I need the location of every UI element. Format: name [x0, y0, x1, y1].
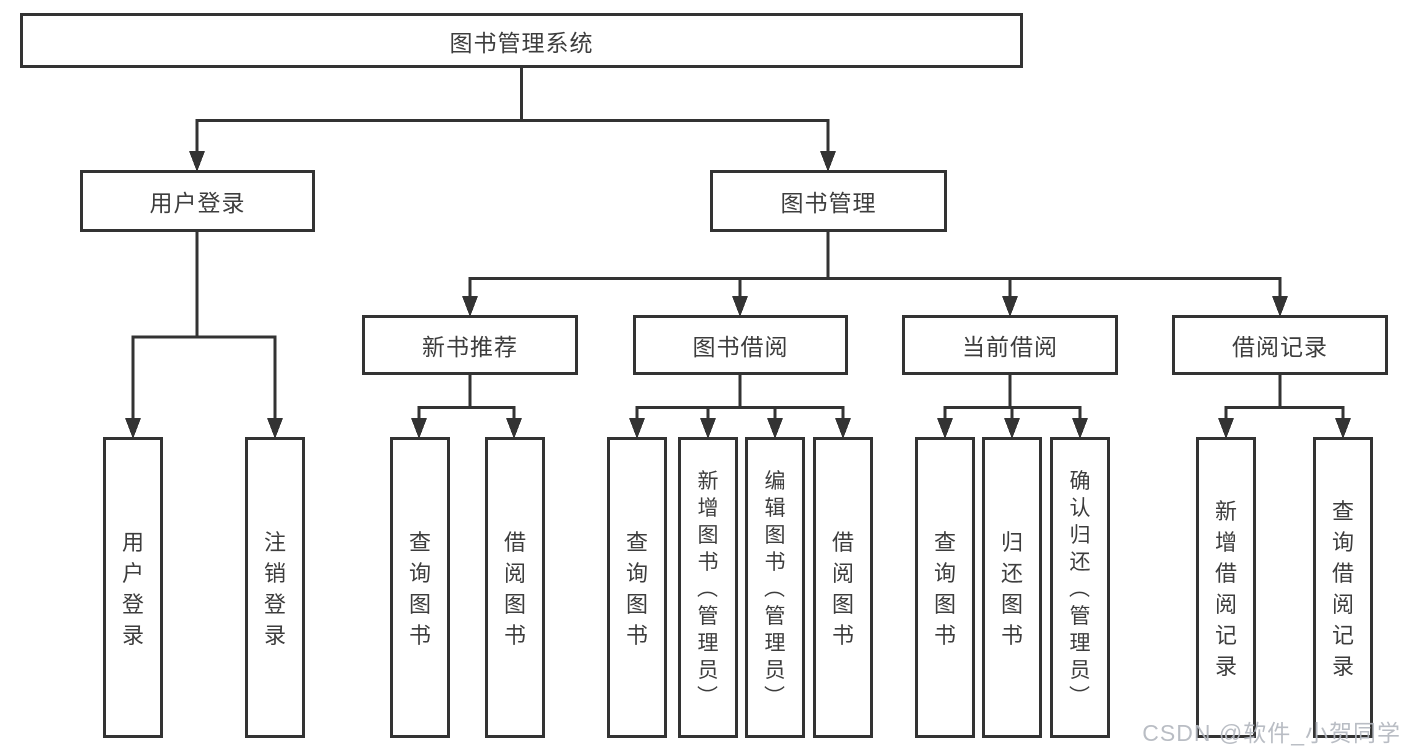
watermark: CSDN @软件_小贺同学 [1142, 720, 1401, 746]
leaf-edit-books-admin: 编辑图书（管理员） [745, 437, 805, 738]
arrow-down-icon [506, 418, 522, 439]
arrow-down-icon [629, 418, 645, 439]
node-label: 新书推荐 [422, 334, 518, 360]
node-label: 借阅图书 [831, 530, 854, 648]
leaf-borrow-books: 借阅图书 [485, 437, 545, 738]
arrow-down-icon [700, 418, 716, 439]
arrow-down-icon [411, 418, 427, 439]
node-label: 新增图书（管理员） [695, 469, 719, 707]
leaf-return-books: 归还图书 [982, 437, 1042, 738]
node-label: 新增借阅记录 [1214, 499, 1237, 679]
leaf-query-books: 查询图书 [390, 437, 450, 738]
node-label: 编辑图书（管理员） [762, 469, 786, 707]
arrow-down-icon [1072, 418, 1088, 439]
leaf-query-books-2: 查询图书 [607, 437, 667, 738]
node-book-borrowing: 图书借阅 [633, 315, 848, 375]
node-label: 图书借阅 [692, 334, 789, 360]
node-user-login: 用户登录 [80, 170, 315, 232]
arrow-down-icon [189, 151, 205, 172]
arrow-down-icon [820, 151, 836, 172]
leaf-add-books-admin: 新增图书（管理员） [678, 437, 738, 738]
arrow-down-icon [1002, 296, 1018, 317]
node-new-book-recommendation: 新书推荐 [362, 315, 578, 375]
arrow-down-icon [267, 418, 283, 439]
node-label: 确认归还（管理员） [1067, 469, 1091, 707]
arrow-down-icon [1335, 418, 1351, 439]
arrow-down-icon [937, 418, 953, 439]
leaf-confirm-return-admin: 确认归还（管理员） [1050, 437, 1110, 738]
node-label: 查询图书 [408, 530, 431, 648]
arrow-down-icon [1004, 418, 1020, 439]
node-label: 用户登录 [121, 530, 144, 648]
node-label: 归还图书 [1000, 530, 1023, 648]
node-label: 用户登录 [149, 190, 246, 216]
arrow-down-icon [732, 296, 748, 317]
arrow-down-icon [462, 296, 478, 317]
leaf-query-borrow-record: 查询借阅记录 [1313, 437, 1373, 738]
node-label: 查询图书 [625, 530, 648, 648]
node-label: 借阅图书 [503, 530, 526, 648]
arrow-down-icon [835, 418, 851, 439]
node-label: 查询图书 [933, 530, 956, 648]
node-label: 借阅记录 [1232, 334, 1328, 360]
arrow-down-icon [767, 418, 783, 439]
node-label: 图书管理系统 [449, 29, 594, 56]
node-borrowing-records: 借阅记录 [1172, 315, 1388, 375]
leaf-logout: 注销登录 [245, 437, 305, 738]
node-label: 当前借阅 [962, 334, 1058, 360]
leaf-add-borrow-record: 新增借阅记录 [1196, 437, 1256, 738]
node-library-system: 图书管理系统 [20, 13, 1023, 68]
leaf-borrow-books-2: 借阅图书 [813, 437, 873, 738]
leaf-user-login: 用户登录 [103, 437, 163, 738]
node-current-borrowing: 当前借阅 [902, 315, 1118, 375]
node-label: 图书管理 [780, 190, 877, 216]
arrow-down-icon [125, 418, 141, 439]
leaf-query-books-3: 查询图书 [915, 437, 975, 738]
node-label: 查询借阅记录 [1331, 499, 1354, 679]
arrow-down-icon [1272, 296, 1288, 317]
node-book-management: 图书管理 [710, 170, 947, 232]
arrow-down-icon [1218, 418, 1234, 439]
node-label: 注销登录 [263, 530, 286, 648]
